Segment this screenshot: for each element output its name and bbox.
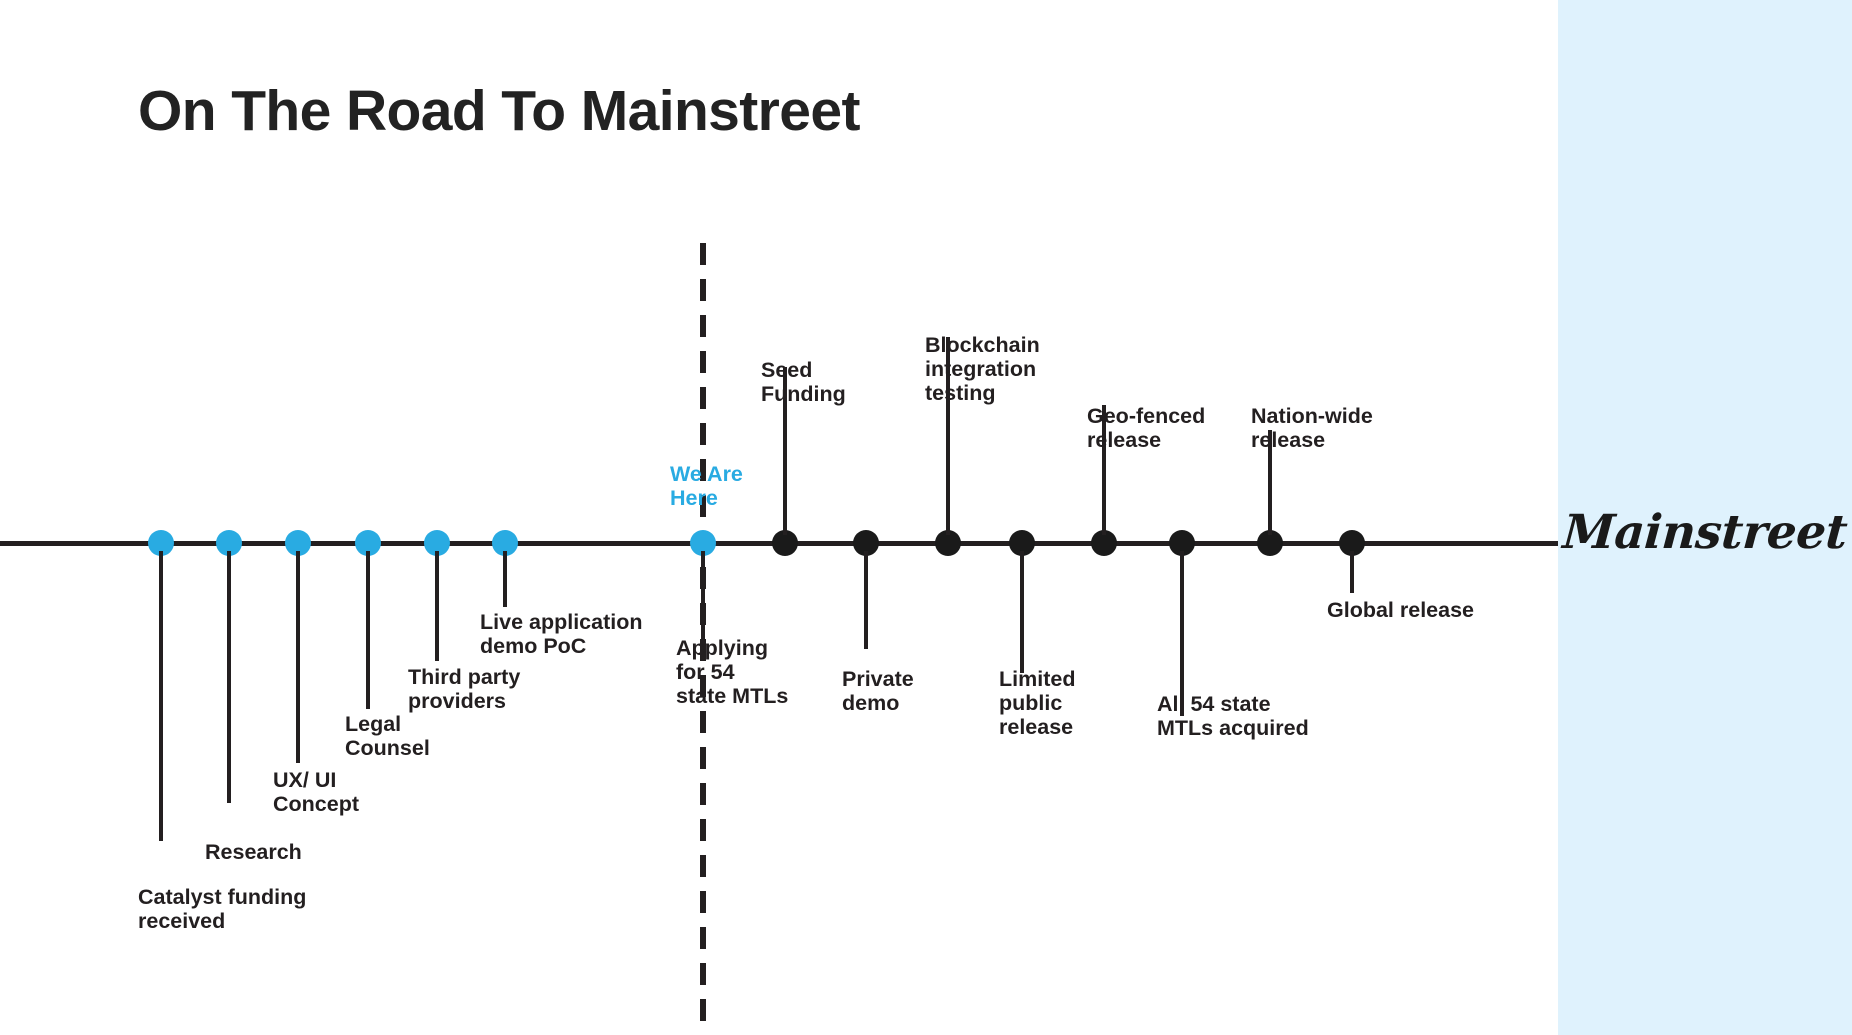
- milestone-label-applying-54-state-mtls: Applying for 54 state MTLs: [676, 636, 789, 709]
- milestone-label-research: Research: [205, 840, 302, 864]
- milestone-stem-ux-ui-concept: [296, 551, 300, 763]
- milestone-label-live-application-demo: Live application demo PoC: [480, 610, 643, 659]
- milestone-stem-research: [227, 551, 231, 803]
- milestone-stem-private-demo: [864, 551, 868, 649]
- milestone-label-seed-funding: Seed Funding: [761, 358, 846, 407]
- milestone-label-ux-ui-concept: UX/ UI Concept: [273, 768, 359, 817]
- milestone-label-all-54-state-mtls: All 54 state MTLs acquired: [1157, 692, 1309, 741]
- milestone-stem-live-application-demo: [503, 551, 507, 607]
- milestone-stem-geo-fenced-release: [1102, 405, 1106, 535]
- milestone-stem-all-54-state-mtls: [1180, 551, 1184, 716]
- milestone-label-global-release: Global release: [1327, 598, 1474, 622]
- we-are-here-label: We Are Here: [670, 462, 743, 511]
- milestone-label-nation-wide-release: Nation-wide release: [1251, 404, 1373, 453]
- milestone-stem-catalyst-funding: [159, 551, 163, 841]
- milestone-label-geo-fenced-release: Geo-fenced release: [1087, 404, 1206, 453]
- milestone-stem-nation-wide-release: [1268, 430, 1272, 535]
- milestone-stem-global-release: [1350, 551, 1354, 593]
- milestone-stem-applying-54-state-mtls: [701, 551, 705, 649]
- milestone-label-third-party-providers: Third party providers: [408, 665, 521, 714]
- milestone-label-private-demo: Private demo: [842, 667, 914, 716]
- milestone-stem-limited-public-release: [1020, 551, 1024, 673]
- milestone-label-limited-public-release: Limited public release: [999, 667, 1076, 740]
- milestone-stem-blockchain-testing: [946, 337, 950, 535]
- milestone-label-legal-counsel: Legal Counsel: [345, 712, 430, 761]
- milestone-label-catalyst-funding: Catalyst funding received: [138, 885, 307, 934]
- page-title: On The Road To Mainstreet: [138, 79, 860, 143]
- milestone-stem-seed-funding: [783, 367, 787, 535]
- mainstreet-logo: Mainstreet: [1561, 505, 1849, 560]
- milestone-label-blockchain-testing: Blockchain integration testing: [925, 333, 1040, 406]
- brand-panel: Mainstreet: [1558, 0, 1852, 1035]
- milestone-stem-legal-counsel: [366, 551, 370, 709]
- milestone-stem-third-party-providers: [435, 551, 439, 661]
